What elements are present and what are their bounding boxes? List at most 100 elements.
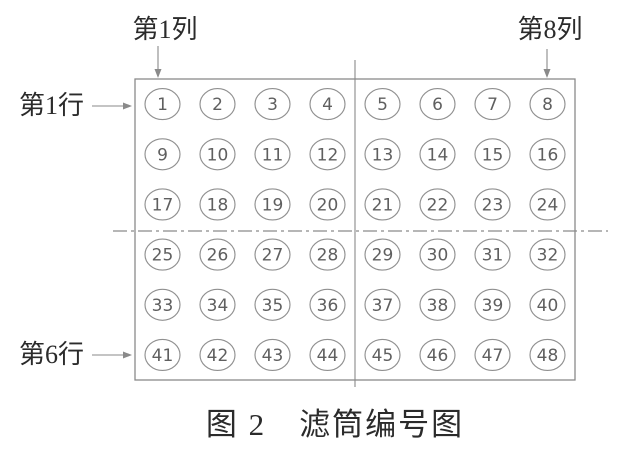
cartridge-43: 43 (254, 338, 291, 372)
cartridge-circle-outline (309, 188, 346, 221)
cartridge-circle-outline (474, 338, 511, 372)
cartridge-circle-outline (199, 288, 236, 321)
cartridge-circle-outline (419, 238, 456, 271)
cartridge-46: 46 (419, 338, 456, 372)
cartridge-number: 31 (482, 246, 504, 266)
cartridge-17: 17 (144, 188, 181, 221)
cartridge-circle-outline (419, 88, 456, 121)
cartridge-circle-outline (364, 288, 401, 321)
cartridge-30: 30 (419, 238, 456, 271)
cartridge-number: 3 (267, 95, 278, 115)
cartridge-40: 40 (529, 288, 566, 321)
cartridge-circle-outline (144, 238, 181, 271)
cartridge-circle-outline (364, 238, 401, 271)
cartridge-33: 33 (144, 288, 181, 321)
cartridge-28: 28 (309, 238, 346, 271)
cartridge-circle-outline (529, 238, 566, 271)
right-arrow-first-row (92, 102, 132, 110)
down-arrow-last-column (543, 49, 551, 78)
cartridge-20: 20 (309, 188, 346, 221)
cartridge-number: 25 (152, 246, 174, 266)
cartridge-number: 9 (157, 145, 168, 165)
cartridge-circle-outline (419, 188, 456, 221)
arrow-head-icon (154, 69, 162, 78)
cartridge-number: 10 (207, 145, 229, 165)
cartridge-38: 38 (419, 288, 456, 321)
cartridge-number: 24 (537, 195, 559, 215)
cartridge-36: 36 (309, 288, 346, 321)
cartridge-24: 24 (529, 188, 566, 221)
cartridge-circle-outline (474, 138, 511, 171)
cartridge-44: 44 (309, 338, 346, 372)
cartridge-circle-outline (474, 288, 511, 321)
cartridge-circle-outline (419, 288, 456, 321)
cartridge-29: 29 (364, 238, 401, 271)
cartridge-circle-outline (309, 238, 346, 271)
cartridge-circle-outline (364, 138, 401, 171)
cartridge-circle-outline (199, 338, 236, 372)
cartridge-32: 32 (529, 238, 566, 271)
cartridge-number: 39 (482, 296, 504, 316)
cartridge-circle-outline (364, 188, 401, 221)
cartridge-number: 42 (207, 346, 229, 366)
cartridge-circle-outline (144, 138, 181, 171)
cartridge-number: 21 (372, 195, 394, 215)
cartridge-number: 38 (427, 296, 449, 316)
cartridge-number: 8 (542, 95, 553, 115)
cartridge-number: 2 (212, 95, 223, 115)
cartridge-number: 22 (427, 195, 449, 215)
cartridge-13: 13 (364, 138, 401, 171)
cartridge-circle-outline (199, 188, 236, 221)
cartridge-27: 27 (254, 238, 291, 271)
cartridge-2: 2 (199, 88, 236, 121)
cartridge-circle-outline (199, 88, 236, 121)
cartridge-41: 41 (144, 338, 181, 372)
down-arrow-first-column (154, 46, 162, 78)
cartridge-number: 27 (262, 246, 284, 266)
cartridge-22: 22 (419, 188, 456, 221)
cartridge-31: 31 (474, 238, 511, 271)
cartridge-10: 10 (199, 138, 236, 171)
cartridge-circle-outline (254, 338, 291, 372)
cartridge-number: 33 (152, 296, 174, 316)
cartridge-circle-outline (254, 238, 291, 271)
cartridge-circle-outline (309, 138, 346, 171)
cartridge-21: 21 (364, 188, 401, 221)
cartridge-34: 34 (199, 288, 236, 321)
cartridge-8: 8 (529, 88, 566, 121)
cartridge-circle-outline (254, 288, 291, 321)
cartridge-35: 35 (254, 288, 291, 321)
cartridge-circle-outline (364, 88, 401, 121)
cartridge-number: 34 (207, 296, 229, 316)
cartridge-circle-outline (309, 288, 346, 321)
cartridge-circle-outline (474, 88, 511, 121)
cartridge-number: 5 (377, 95, 388, 115)
cartridge-circle-outline (529, 288, 566, 321)
cartridge-number: 14 (427, 145, 449, 165)
cartridge-number: 1 (157, 95, 168, 115)
cartridge-number: 30 (427, 246, 449, 266)
arrow-head-icon (123, 351, 132, 359)
figure-caption: 图 2 滤筒编号图 (205, 407, 465, 442)
label-first-column: 第1列 (132, 15, 198, 44)
cartridge-circle-outline (474, 238, 511, 271)
cartridge-number: 47 (482, 346, 504, 366)
cartridge-number: 16 (537, 145, 559, 165)
cartridge-47: 47 (474, 338, 511, 372)
cartridge-6: 6 (419, 88, 456, 121)
cartridge-number: 28 (317, 246, 339, 266)
cartridge-circle-outline (364, 338, 401, 372)
cartridge-9: 9 (144, 138, 181, 171)
cartridge-19: 19 (254, 188, 291, 221)
cartridge-14: 14 (419, 138, 456, 171)
cartridge-number: 15 (482, 145, 504, 165)
cartridge-12: 12 (309, 138, 346, 171)
cartridge-number: 48 (537, 346, 559, 366)
cartridge-circle-outline (254, 138, 291, 171)
cartridge-number: 46 (427, 346, 449, 366)
cartridge-number: 19 (262, 195, 284, 215)
cartridge-circle-outline (419, 338, 456, 372)
